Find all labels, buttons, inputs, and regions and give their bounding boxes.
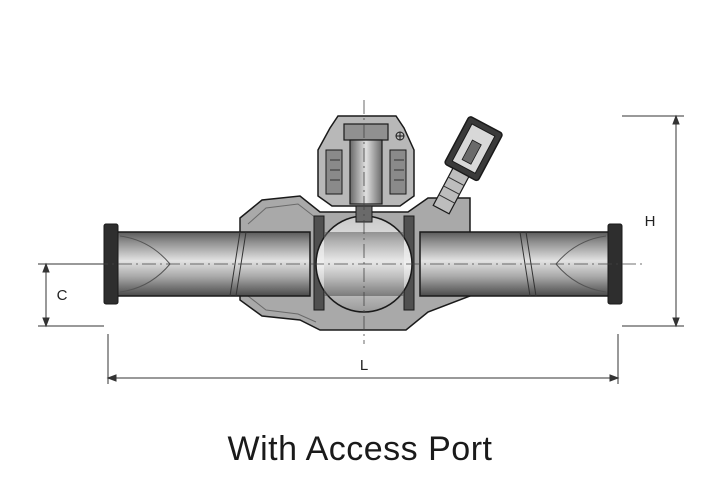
dimension-c	[38, 262, 104, 328]
dimension-h	[622, 114, 684, 328]
left-pipe	[103, 223, 311, 305]
connection-label: C	[57, 287, 68, 304]
height-label: H	[645, 213, 656, 230]
bonnet-cap	[317, 115, 415, 207]
center-lines	[94, 100, 644, 344]
length-label: L	[360, 357, 368, 374]
dimension-l	[106, 334, 620, 384]
figure-caption: With Access Port	[227, 430, 493, 468]
access-port	[432, 116, 503, 215]
